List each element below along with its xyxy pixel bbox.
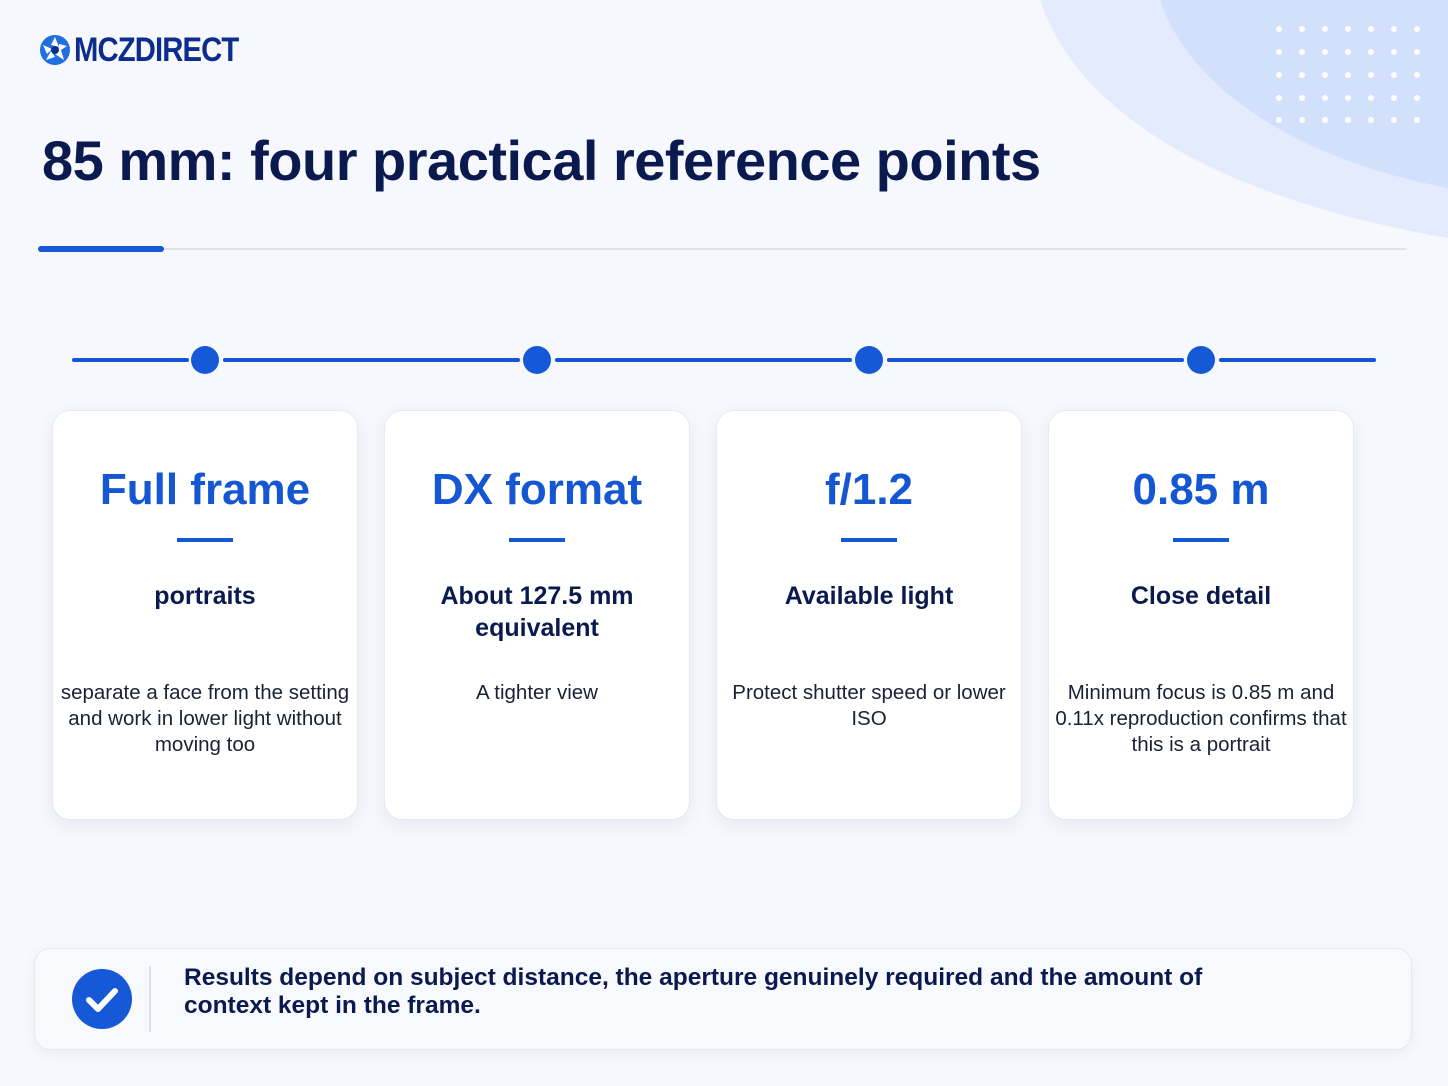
reference-card-dx-format: [384, 410, 690, 820]
timeline-segment: [555, 358, 852, 362]
card-description: Minimum focus is 0.85 m and 0.11x reprod…: [1055, 681, 1347, 756]
card-description: A tighter view: [476, 681, 598, 704]
aperture-logo-icon: [40, 35, 70, 65]
title-divider: [38, 248, 1406, 250]
timeline-dot: [1187, 346, 1215, 374]
timeline-segment: [887, 358, 1184, 362]
check-circle-icon: [72, 969, 132, 1029]
card-value: f/1.2: [824, 465, 914, 514]
timeline-dot: [523, 346, 551, 374]
reference-card-full-frame: [52, 410, 358, 820]
timeline-segment: [223, 358, 520, 362]
note-text: Results depend on subject distance, the …: [184, 964, 1203, 1019]
brand-logo: MCZDIRECT: [38, 30, 265, 70]
brand-name: MCZDIRECT: [74, 31, 239, 69]
page-title: 85 mm: four practical reference points: [42, 129, 1041, 192]
card-divider: [509, 538, 565, 542]
reference-card-minimum-focus: [1048, 410, 1354, 820]
card-description: Protect shutter speed or lower ISO: [732, 681, 1006, 730]
note-callout: [34, 948, 1412, 1050]
timeline-dot: [191, 346, 219, 374]
timeline-segment: [72, 358, 189, 362]
title-accent-bar: [38, 246, 164, 252]
card-value: DX format: [431, 465, 643, 514]
card-heading: About 127.5 mm equivalent: [440, 582, 634, 642]
card-description: separate a face from the setting and wor…: [60, 681, 350, 756]
card-divider: [841, 538, 897, 542]
card-divider: [177, 538, 233, 542]
timeline-dot: [855, 346, 883, 374]
card-heading: Available light: [784, 582, 954, 610]
card-value: 0.85 m: [1132, 465, 1270, 514]
card-heading: Close detail: [1130, 582, 1272, 610]
reference-card-aperture: [716, 410, 1022, 820]
card-heading: portraits: [154, 582, 256, 610]
card-divider: [1173, 538, 1229, 542]
note-divider: [149, 966, 151, 1032]
timeline-segment: [1219, 358, 1376, 362]
card-value: Full frame: [99, 465, 311, 514]
